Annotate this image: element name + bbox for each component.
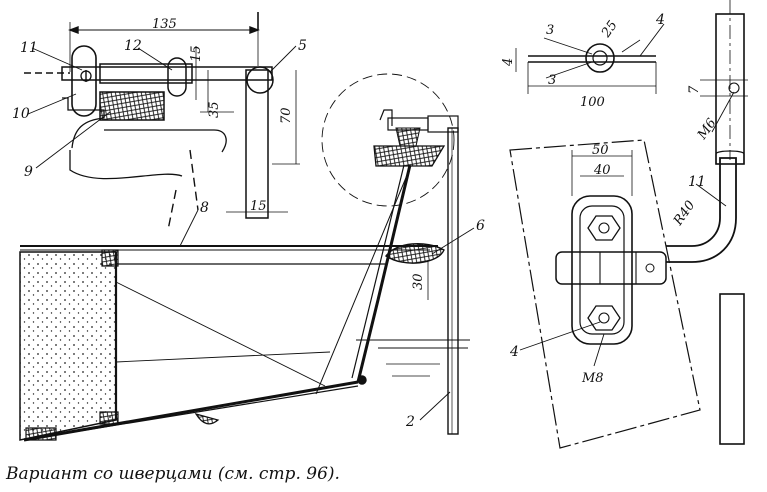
callout-11-top: 11 [20, 40, 38, 56]
dim-100: 100 [580, 95, 605, 110]
callout-8: 8 [200, 200, 209, 216]
dim-50: 50 [592, 143, 609, 158]
callout-6: 6 [476, 218, 485, 234]
callout-4-top: 4 [655, 12, 665, 28]
dim-35: 35 [207, 101, 222, 118]
callout-4-bottom: 4 [509, 344, 519, 360]
dim-4: 4 [501, 58, 516, 67]
dim-3-bottom: 3 [548, 73, 556, 88]
figure-caption: Вариант со шверцами (см. стр. 96). [6, 464, 340, 484]
callout-12: 12 [124, 38, 142, 54]
dim-30: 30 [411, 273, 426, 290]
callout-11-right: 11 [688, 174, 706, 190]
dim-40: 40 [593, 163, 611, 178]
callout-10: 10 [12, 106, 30, 122]
dim-diameter-25: 25 [598, 18, 620, 41]
leeboard-mount-detail [509, 139, 737, 449]
plate-detail [515, 37, 657, 94]
dim-70: 70 [279, 107, 294, 124]
dim-15-bottom: 15 [250, 199, 267, 214]
dim-r40: R40 [670, 198, 698, 229]
callout-5: 5 [298, 38, 307, 54]
dim-135: 135 [152, 17, 177, 32]
hull-cross-section [19, 73, 470, 442]
dim-15-top: 15 [189, 45, 204, 62]
pole-detail [700, 0, 748, 445]
technical-drawing: 135 15 35 70 15 30 3 3 25 4 100 7 50 40 … [12, 0, 748, 449]
dim-3-top: 3 [546, 23, 554, 38]
dim-m8: M8 [581, 371, 604, 386]
callout-9: 9 [24, 164, 33, 180]
dim-7: 7 [687, 85, 702, 94]
callout-2: 2 [405, 414, 415, 430]
pin-bracket-detail [24, 12, 300, 231]
